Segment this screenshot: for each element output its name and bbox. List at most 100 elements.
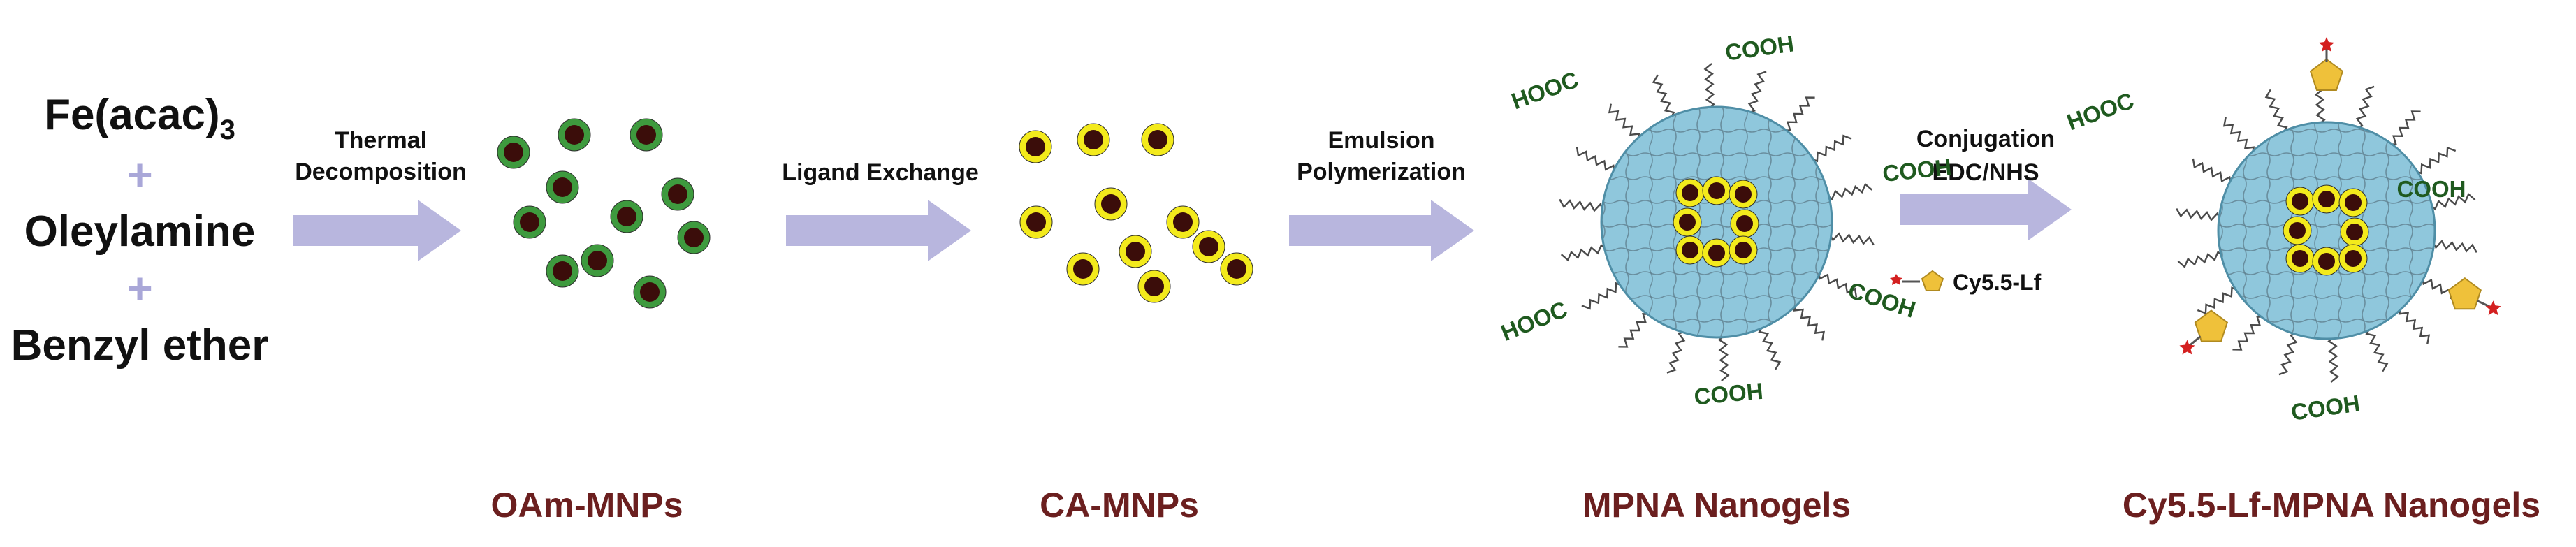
nanoparticle-core <box>636 125 656 145</box>
encapsulated-core <box>2292 193 2308 210</box>
polymer-chain <box>1781 96 1815 131</box>
nanoparticle-core <box>1084 130 1103 149</box>
lf-pentagon <box>2447 277 2482 310</box>
step-conjugation-line1: Conjugation <box>1916 126 2055 152</box>
nanoparticle-core <box>1073 259 1093 279</box>
lf-pentagon <box>2309 58 2344 91</box>
reagent-benzyl-ether: Benzyl ether <box>11 321 269 370</box>
step-emulsion-line1: Emulsion <box>1327 127 1434 154</box>
polymer-chain <box>1581 282 1625 310</box>
polymer-chain <box>2264 89 2288 136</box>
polymer-chain <box>2278 331 2299 376</box>
caption-mpna-nanogels: MPNA Nanogels <box>1582 486 1851 525</box>
nanoparticle-core <box>1101 194 1121 214</box>
caption-ca-mnps: CA-MNPs <box>1040 486 1199 525</box>
encapsulated-core <box>1679 214 1696 231</box>
polymer-chain <box>2431 239 2477 253</box>
nanoparticle-core <box>1144 277 1164 296</box>
nanoparticle-core <box>640 282 660 302</box>
encapsulated-core <box>1735 186 1752 203</box>
polymer-chain <box>2387 110 2421 145</box>
reagents-column: Fe(acac)3 + Oleylamine + Benzyl ether <box>11 91 269 370</box>
encapsulated-core <box>2292 250 2308 267</box>
nanoparticle-core <box>1199 237 1218 256</box>
polymer-chain <box>2354 85 2375 130</box>
cooh-label: COOH <box>1845 277 1919 323</box>
encapsulated-core <box>1682 242 1698 258</box>
cy-lf-reagent-key: Cy5.5-Lf <box>1890 270 2042 295</box>
arrow <box>1289 200 1474 261</box>
cy-lf-mpna-nanogel <box>2176 37 2501 383</box>
nanoparticle-core <box>588 251 607 270</box>
polymer-chain <box>2197 286 2241 315</box>
nanoparticle-core <box>1148 130 1167 149</box>
nanogel-sphere <box>1600 105 1833 339</box>
polymer-chain <box>1666 330 1688 374</box>
captions: OAm-MNPs CA-MNPs MPNA Nanogels Cy5.5-Lf-… <box>490 486 2540 525</box>
nanoparticle-core <box>1126 242 1145 261</box>
polymer-chain <box>1560 244 1609 262</box>
polymer-chain <box>1817 270 1858 298</box>
polymer-chain <box>2232 316 2266 351</box>
plus-sign-2: + <box>126 263 152 314</box>
hooc-label: HOOC <box>1508 66 1582 115</box>
step-conjugation-line2: EDC/NHS <box>1932 159 2039 186</box>
process-arrows <box>293 179 2072 261</box>
polymer-chain <box>2177 250 2225 268</box>
nanoparticle-core <box>1173 212 1193 232</box>
hooc-label: HOOC <box>1497 296 1571 346</box>
nanoparticle-core <box>617 207 636 226</box>
hooc-label: HOOC <box>2063 87 2137 136</box>
polymer-chain <box>1618 313 1652 348</box>
polymer-chain <box>1793 302 1825 341</box>
polymer-chain <box>2222 117 2255 156</box>
encapsulated-core <box>1736 215 1753 232</box>
encapsulated-core <box>2345 194 2362 211</box>
encapsulated-core <box>2289 222 2306 239</box>
polymer-chain <box>1758 323 1782 370</box>
mpna-nanogel <box>1559 63 1875 381</box>
reagent-fe-acac: Fe(acac)3 <box>44 91 235 145</box>
step-thermal-line1: Thermal <box>335 127 427 154</box>
nanoparticle-core <box>1026 137 1045 156</box>
encapsulated-core <box>2318 253 2335 270</box>
nanoparticle-core <box>1227 259 1246 279</box>
arrow <box>786 200 971 261</box>
nanoparticle-core <box>668 184 687 204</box>
cooh-label: COOH <box>2397 176 2466 202</box>
polymer-chain <box>1652 74 1675 121</box>
encapsulated-core <box>2346 224 2363 240</box>
polymer-chain <box>2192 158 2232 187</box>
polymer-chain <box>2365 326 2389 372</box>
reagent-oleylamine: Oleylamine <box>24 207 256 256</box>
encapsulated-core <box>2345 250 2362 267</box>
oam-mnp-particles <box>497 118 711 309</box>
encapsulated-core <box>1735 242 1752 258</box>
cy-lf-label: Cy5.5-Lf <box>1953 270 2042 295</box>
polymer-chain <box>2327 335 2340 383</box>
polymer-chain <box>1703 63 1716 111</box>
cooh-label: COOH <box>1693 378 1764 409</box>
nanoparticle-core <box>504 143 523 162</box>
ca-mnp-particles <box>1019 123 1253 303</box>
polymer-chain <box>1808 134 1852 163</box>
cy55-star <box>2485 300 2501 316</box>
polymer-chain <box>1824 182 1873 200</box>
polymer-chain <box>1608 103 1640 143</box>
star-icon <box>1890 274 1902 285</box>
polymer-chain <box>1745 71 1767 115</box>
cooh-label: COOH <box>2290 390 2362 425</box>
step-emulsion-line2: Polymerization <box>1297 159 1466 185</box>
lf-pentagon <box>2194 309 2229 342</box>
polymer-chain <box>1559 198 1606 212</box>
nanoparticle-core <box>553 261 572 281</box>
polymer-chain <box>2428 193 2476 211</box>
step-labels: Thermal Decomposition Ligand Exchange Em… <box>295 126 2055 186</box>
cooh-label: COOH <box>1724 30 1796 65</box>
polymer-chain <box>2176 208 2222 222</box>
nanoparticle-core <box>1026 212 1046 232</box>
nanogel-sphere <box>2217 121 2436 340</box>
encapsulated-core <box>1708 245 1725 261</box>
